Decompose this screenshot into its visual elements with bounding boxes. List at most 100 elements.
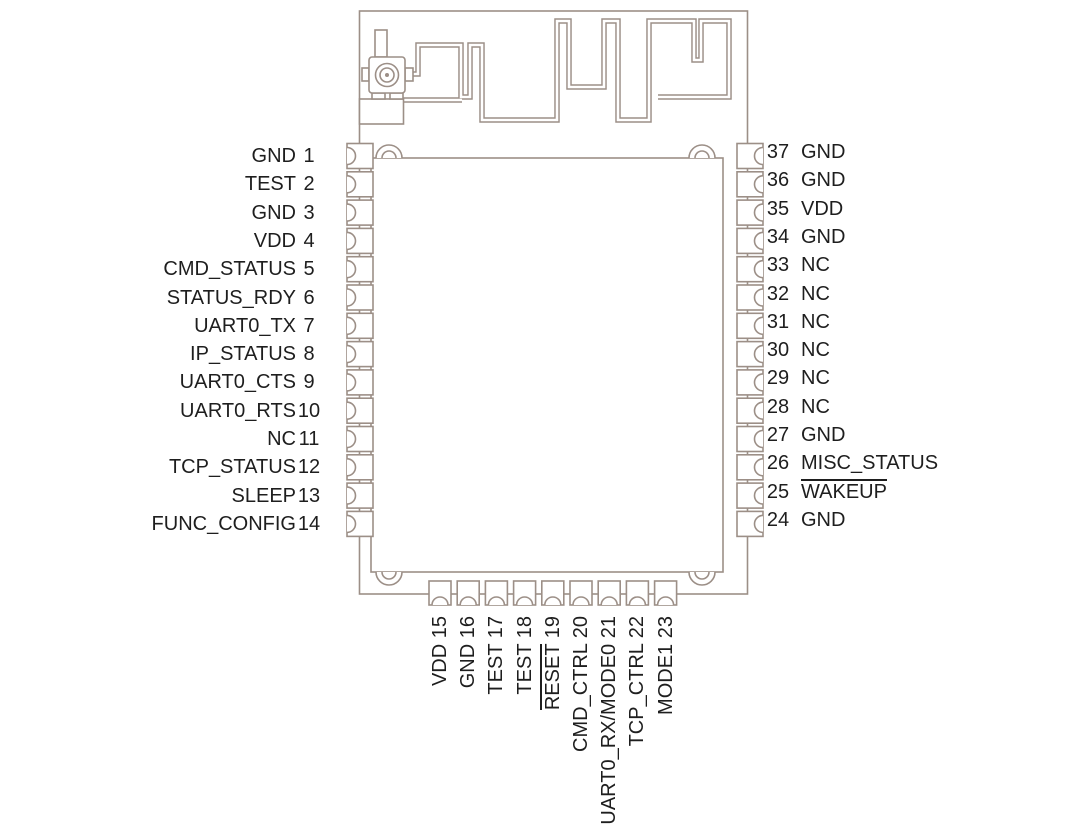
pin-number: 12 — [297, 456, 321, 479]
pin-pad-icon — [515, 596, 534, 606]
pin-label-test: TEST 18 — [513, 616, 537, 838]
pin-number: 5 — [303, 258, 315, 281]
pin-pad-icon — [346, 401, 357, 420]
pin-pad-icon — [753, 486, 764, 505]
pin-number: 18 — [513, 616, 536, 639]
pin-number: 22 — [626, 616, 649, 639]
pin-pad-icon — [572, 596, 590, 606]
pin-pad-icon — [346, 458, 357, 477]
pin-pad-icon — [753, 373, 764, 392]
pin-number: 28 — [766, 395, 790, 418]
pin-number: 8 — [303, 343, 315, 366]
pin-name: GND — [251, 201, 296, 224]
pin-name: NC — [801, 282, 830, 305]
corner-hole-icon — [381, 150, 397, 159]
pin-pad-icon — [346, 231, 357, 251]
pin-pad-icon — [346, 203, 357, 222]
pin-pad-icon — [346, 259, 357, 279]
pin-label-gnd: 37 GND — [763, 138, 846, 166]
pin-number: 34 — [766, 225, 790, 248]
pin-name: CMD_STATUS — [163, 258, 296, 281]
pin-name: CMD_CTRL — [570, 643, 592, 752]
pin-pad-icon — [753, 259, 764, 279]
pin-label-mode1: MODE1 23 — [654, 616, 678, 838]
pin-pad-icon — [459, 596, 477, 606]
pin-number: 3 — [303, 201, 315, 224]
pin-pad-icon — [487, 596, 506, 606]
pin-number: 21 — [598, 616, 621, 639]
pin-number: 11 — [298, 428, 320, 450]
pin-pad-icon — [753, 429, 764, 449]
pin-name: VDD — [253, 229, 296, 252]
pin-name: GND — [801, 141, 846, 163]
pin-number: 4 — [303, 229, 315, 252]
pin-pad-icon — [544, 596, 562, 606]
pin-name: VDD — [801, 197, 844, 220]
pin-name: TEST — [244, 173, 296, 196]
pin-pad-icon — [753, 316, 764, 336]
pin-pad-icon — [753, 401, 764, 420]
pin-name: GND — [457, 643, 480, 689]
pin-pad-icon — [346, 373, 357, 392]
corner-hole-icon — [694, 150, 710, 159]
pin-pad-icon — [346, 486, 357, 505]
pin-pad-icon — [346, 425, 374, 453]
pin-name: RESET — [539, 643, 564, 711]
pin-number: 7 — [303, 314, 315, 337]
pin-label-gnd: 34 GND — [763, 223, 846, 251]
pin-label-cmd_status: CMD_STATUS 5 — [0, 255, 322, 283]
pin-name: MISC_STATUS — [801, 452, 939, 475]
pin-name: SLEEP — [231, 484, 296, 507]
pin-name: VDD — [429, 643, 451, 687]
pin-name: TEST — [485, 643, 508, 695]
pin-number: 17 — [485, 616, 508, 639]
pin-name: UART0_TX — [194, 314, 296, 337]
pin-pad-icon — [346, 397, 374, 425]
pin-pad-icon — [753, 175, 764, 194]
pin-pad-icon — [753, 231, 764, 251]
pin-name: MODE1 — [654, 643, 677, 715]
pin-pad-icon — [753, 458, 764, 477]
pin-number: 9 — [303, 371, 315, 394]
active-low-overline: WAKEUP — [801, 478, 887, 503]
pin-name: GND — [801, 508, 846, 531]
pin-pad-icon — [346, 344, 357, 364]
right-pads — [736, 142, 764, 538]
pin-name: GND — [801, 225, 846, 248]
pin-number: 33 — [766, 254, 790, 277]
pin-pad-icon — [753, 514, 764, 534]
pin-name: NC — [801, 310, 830, 333]
pin-number: 36 — [766, 169, 790, 192]
pin-pad-icon — [656, 596, 675, 606]
pin-label-uart0-rx-mode0: UART0_RX/MODE0 21 — [597, 616, 621, 838]
pin-name: TCP_STATUS — [168, 456, 296, 479]
pin-label-gnd: GND 3 — [0, 199, 322, 227]
pin-pad-icon — [346, 175, 357, 194]
pin-number: 25 — [766, 480, 790, 503]
pin-number: 14 — [297, 512, 321, 535]
pin-number: 16 — [457, 616, 480, 639]
pin-number: 23 — [654, 616, 677, 639]
pin-pad-icon — [346, 369, 374, 396]
pin-name: STATUS_RDY — [166, 286, 296, 309]
pin-pad-icon — [346, 255, 374, 283]
pin-label-test: TEST 17 — [484, 616, 508, 838]
shield-outline — [370, 157, 724, 573]
meander-antenna-icon — [403, 18, 732, 123]
pin-number: 37 — [766, 141, 790, 163]
pin-name: WAKEUP — [801, 478, 887, 506]
pin-number: 30 — [766, 339, 790, 362]
pin-name: NC — [267, 428, 296, 450]
